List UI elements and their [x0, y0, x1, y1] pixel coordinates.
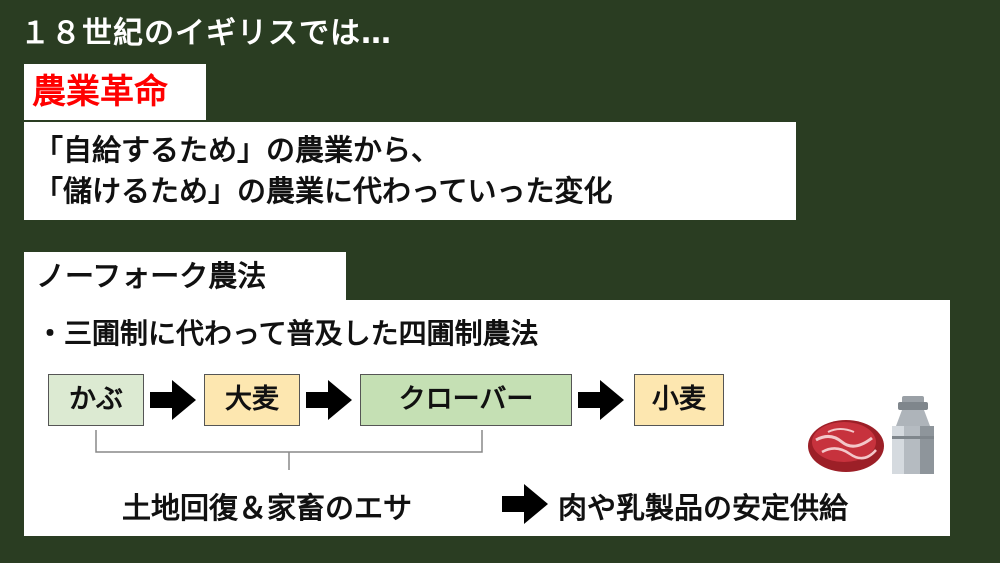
arrow-right-icon — [150, 380, 196, 420]
crop-clover: クローバー — [360, 374, 572, 426]
arrow-right-icon — [306, 380, 352, 420]
norfolk-system-heading: ノーフォーク農法 — [24, 252, 346, 300]
result-right-text: 肉や乳製品の安定供給 — [558, 491, 849, 525]
definition-line-1: 「自給するため」の農業から、 — [34, 133, 441, 167]
crop-barley: 大麦 — [204, 374, 300, 426]
page-title: １８世紀のイギリスでは… — [20, 16, 392, 51]
arrow-right-icon — [502, 484, 548, 524]
bracket-connector — [95, 430, 483, 470]
milk-can-icon — [892, 396, 934, 474]
definition-box: 「自給するため」の農業から、 「儲けるため」の農業に代わっていった変化 — [24, 122, 796, 220]
arrow-right-icon — [578, 380, 624, 420]
crop-wheat: 小麦 — [634, 374, 724, 426]
definition-line-2: 「儲けるため」の農業に代わっていった変化 — [34, 174, 613, 208]
crop-turnip: かぶ — [48, 374, 144, 426]
agricultural-revolution-heading: 農業革命 — [24, 64, 206, 120]
four-field-bullet: ・三圃制に代わって普及した四圃制農法 — [36, 317, 539, 350]
result-left-text: 土地回復＆家畜のエサ — [122, 491, 413, 525]
meat-icon — [808, 420, 884, 472]
